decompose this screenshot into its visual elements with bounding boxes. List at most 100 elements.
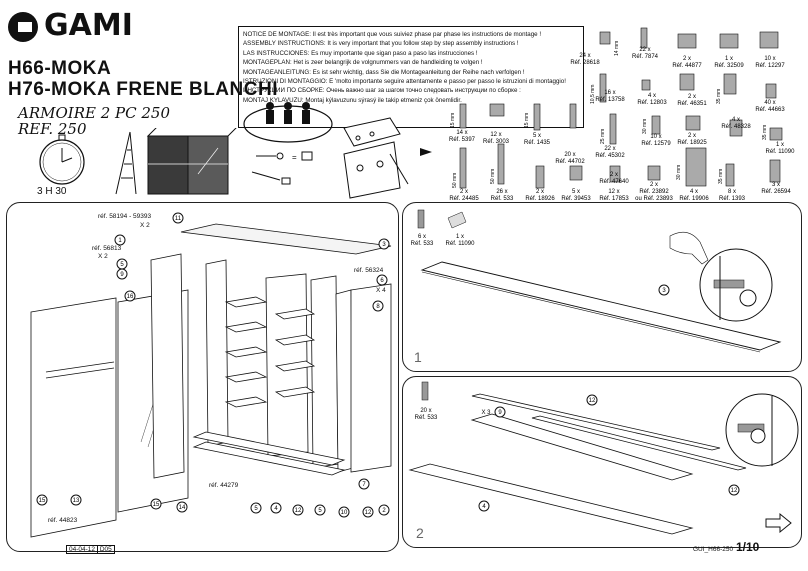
hw-ref: Réf. 28618 bbox=[570, 60, 600, 66]
dim-label: 50 mm bbox=[490, 169, 496, 184]
doc-revision: D05 bbox=[96, 546, 112, 553]
step-number: 2 bbox=[416, 525, 424, 541]
header-illustration bbox=[39, 128, 237, 195]
hw-qty: 16 x bbox=[604, 90, 615, 96]
part-number: 7 bbox=[362, 482, 366, 488]
part-ref: réf. 56324 bbox=[354, 267, 384, 274]
part-ref: réf. 44823 bbox=[48, 517, 78, 524]
hw-qty: 2 x bbox=[688, 133, 696, 139]
part-number: 4 bbox=[482, 504, 486, 510]
hw-qty: 24 x bbox=[579, 53, 590, 59]
hw-qty: 4 x bbox=[648, 93, 656, 99]
part-number: 12 bbox=[731, 488, 738, 494]
page-number: 1/10 bbox=[736, 540, 760, 554]
dim-label: 30 mm bbox=[642, 119, 648, 134]
tools-icon: = bbox=[251, 151, 313, 185]
notice-box: NOTICE DE MONTAGE: Il est très important… bbox=[238, 26, 584, 128]
product-name: ARMOIRE 2 PC 250 bbox=[18, 104, 170, 122]
part-number: 5 bbox=[254, 506, 258, 512]
hw-ref: Réf. 1435 bbox=[524, 140, 551, 146]
part-ref-mult: X 4 bbox=[376, 287, 386, 294]
part-ref-mult: X 2 bbox=[98, 253, 108, 260]
hw-qty: 14 x bbox=[456, 130, 467, 136]
hw-qty: 8 x bbox=[728, 189, 736, 195]
hw-ref: Réf. 533 bbox=[491, 196, 514, 202]
part-number: 11 bbox=[175, 216, 182, 222]
wardrobe-icon bbox=[146, 128, 237, 195]
part-number: 2 bbox=[382, 508, 386, 514]
hw-qty: 22 x bbox=[639, 47, 650, 53]
dim-label: 15 mm bbox=[450, 113, 456, 128]
notice-line: ИНСТРУКЦИИ ПО СБОРКЕ: Очень важно шаг за… bbox=[243, 87, 521, 95]
hw-qty: 20 x bbox=[564, 152, 575, 158]
step-2-drawing: 20 x Réf. 533 X 3 12 9 12 4 2 bbox=[408, 381, 799, 541]
dim-label: 10,5 mm bbox=[590, 85, 596, 104]
hw-ref: Réf. 26594 bbox=[761, 189, 791, 195]
hw-qty: 26 x bbox=[496, 189, 507, 195]
part-number: 16 bbox=[127, 294, 134, 300]
hw-ref: Réf. 44702 bbox=[555, 159, 585, 165]
hw-ref: Réf. 48328 bbox=[721, 124, 751, 130]
part-number: 9 bbox=[120, 272, 124, 278]
hw-ref: Réf. 39453 bbox=[561, 196, 591, 202]
left-door-panel bbox=[30, 297, 117, 538]
hw-qty: 1 x bbox=[725, 56, 733, 62]
hw-ref: Réf. 12297 bbox=[755, 63, 785, 69]
product-ref: REF. 250 bbox=[18, 120, 87, 138]
step-qty: 20 x bbox=[420, 408, 431, 414]
hw-ref: Réf. 1393 bbox=[719, 196, 746, 202]
dim-label: 50 mm bbox=[452, 173, 458, 188]
hw-ref: Réf. 19906 bbox=[679, 196, 709, 202]
notice-line: MONTAJ KYLAVUZU: Montaj kýlavuzunu sýras… bbox=[243, 96, 462, 104]
step-qty: 1 x bbox=[456, 234, 464, 240]
dim-label: 15 mm bbox=[524, 113, 530, 128]
dim-label: 25 mm bbox=[600, 129, 606, 144]
hw-ref: Réf. 7874 bbox=[632, 54, 659, 60]
bracket-icon bbox=[343, 117, 409, 199]
exploded-view-drawing: réf. 58194 - 59393 X 2 réf. 56813 X 2 ré… bbox=[30, 212, 392, 538]
dim-label: 35 mm bbox=[718, 169, 724, 184]
part-ref: réf. 56813 bbox=[92, 245, 122, 252]
hw-qty: 40 x bbox=[764, 100, 775, 106]
notice-line: LAS INSTRUCCIONES: Es muy importante que… bbox=[243, 49, 478, 57]
dim-label: 30 mm bbox=[676, 165, 682, 180]
glue-icon bbox=[447, 211, 467, 229]
hw-qty: 4 x bbox=[732, 117, 740, 123]
dim-label: 35 mm bbox=[762, 125, 768, 140]
part-number: 3 bbox=[382, 242, 386, 248]
dowel-icon bbox=[421, 381, 429, 401]
hw-qty: 12 x bbox=[490, 132, 501, 138]
part-number: 5 bbox=[120, 262, 124, 268]
stopwatch-icon bbox=[39, 134, 85, 185]
hw-qty: 2 x bbox=[610, 172, 618, 178]
hw-qty: 10 x bbox=[764, 56, 775, 62]
hardware-grid: 24 x Réf. 28618 22 x Réf. 7874 2 x Réf. … bbox=[449, 27, 795, 202]
part-number: 6 bbox=[380, 278, 384, 284]
step-qty: 6 x bbox=[418, 234, 426, 240]
part-ref: réf. 58194 - 59393 bbox=[98, 213, 152, 220]
hw-ref: Réf. 44663 bbox=[755, 107, 785, 113]
next-page-arrow-icon[interactable] bbox=[764, 512, 794, 534]
hw-qty: 3 x bbox=[772, 182, 780, 188]
hw-ref: Réf. 46351 bbox=[677, 101, 707, 107]
part-ref-mult: X 2 bbox=[140, 222, 150, 229]
arrow-icon bbox=[420, 148, 432, 156]
dim-label: 14 mm bbox=[614, 41, 620, 56]
step-number: 1 bbox=[414, 349, 422, 365]
panel-3-board bbox=[420, 261, 782, 351]
notice-line: NOTICE DE MONTAGE: Il est très important… bbox=[243, 31, 542, 38]
hw-ref: Réf. 32509 bbox=[714, 63, 744, 69]
notice-line: ASSEMBLY INSTRUCTIONS: It is very import… bbox=[243, 40, 519, 48]
hw-ref: Réf. 17853 bbox=[599, 196, 629, 202]
hw-ref: Réf. 23892 bbox=[639, 189, 669, 195]
hw-ref: Réf. 18925 bbox=[677, 140, 707, 146]
notice-illustrations: = bbox=[243, 102, 432, 199]
hw-qty: 2 x bbox=[683, 56, 691, 62]
step-1-panel bbox=[402, 202, 802, 372]
part-number: 13 bbox=[73, 498, 80, 504]
hw-ref: Réf. 12579 bbox=[641, 141, 671, 147]
hw-qty: 4 x bbox=[690, 189, 698, 195]
hw-qty: 2 x bbox=[460, 189, 468, 195]
hw-qty: 12 x bbox=[608, 189, 619, 195]
hw-qty: 2 x bbox=[688, 94, 696, 100]
